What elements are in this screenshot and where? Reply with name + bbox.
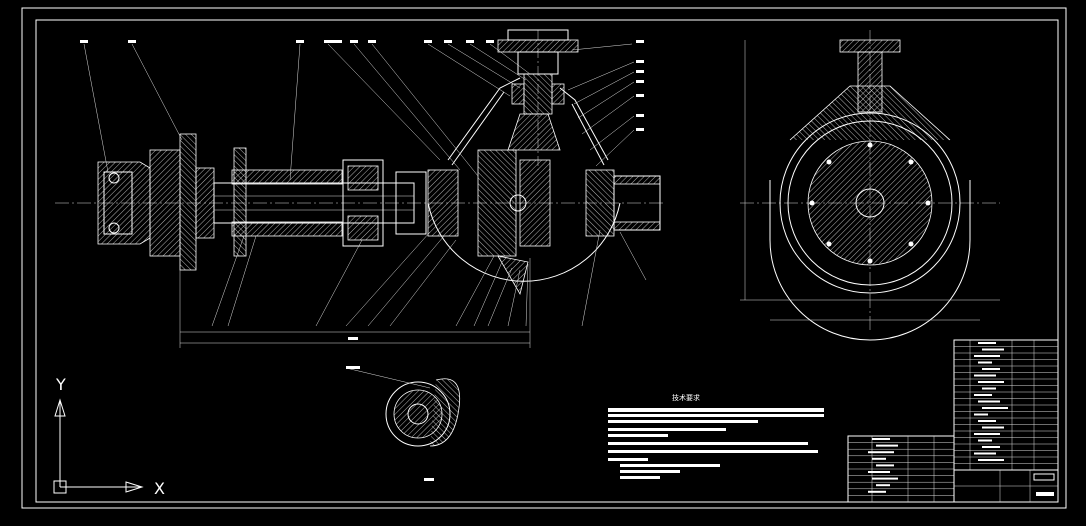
left-hub[interactable] (97, 133, 215, 271)
parts-list-entry (978, 439, 992, 442)
parts-list-entry (868, 490, 886, 493)
parts-list-entry (876, 464, 894, 467)
parts-list[interactable] (847, 339, 1059, 503)
parts-list-entry (974, 355, 1000, 357)
parts-list-entry (978, 381, 1004, 383)
overall-dimension (179, 258, 531, 348)
side-view[interactable] (740, 30, 1000, 341)
parts-list-entry (982, 446, 1000, 448)
title-block[interactable] (953, 469, 1059, 503)
parts-list-entry (876, 444, 898, 447)
parts-list-entry (868, 471, 890, 473)
parts-list-entry (974, 374, 996, 377)
parts-list-entry (978, 361, 992, 364)
main-section-view[interactable] (55, 29, 665, 348)
ucs-y-label: Y (55, 375, 66, 394)
parts-list-entry (872, 438, 890, 440)
ucs-x-label: X (154, 479, 165, 498)
parts-list-entry (982, 407, 1008, 409)
parts-list-entry (982, 426, 1004, 429)
parts-list-entry (974, 452, 996, 455)
balloon-marks (80, 40, 644, 131)
parts-list-entry (982, 387, 996, 390)
parts-list-entry (982, 348, 1004, 351)
drawing-border (21, 7, 1067, 509)
differential-housing[interactable] (427, 77, 661, 296)
parts-list-entry (978, 420, 996, 422)
parts-list-entry (978, 400, 1000, 403)
leader-lines-top (83, 43, 635, 181)
parts-list-entry (868, 451, 894, 454)
parts-list-entry (974, 394, 992, 396)
parts-list-entry (974, 433, 1000, 435)
parts-list-entry (876, 484, 890, 487)
ucs-icon: Y X (53, 375, 165, 498)
technical-notes[interactable]: 技术要求 (608, 393, 824, 479)
parts-list-entry (872, 477, 898, 480)
bolt-holes (809, 142, 931, 264)
parts-list-entry (978, 342, 996, 344)
input-flange[interactable] (497, 29, 579, 170)
leader-lines-bottom (211, 229, 647, 327)
parts-list-entry (982, 368, 1000, 370)
mid-coupling[interactable] (342, 159, 427, 247)
parts-list-entry (872, 457, 886, 460)
notes-title: 技术要求 (672, 393, 700, 402)
parts-list-entry (978, 459, 1004, 461)
parts-list-entry (974, 413, 988, 416)
axle-tube[interactable] (213, 147, 415, 257)
detail-view[interactable] (345, 366, 461, 481)
